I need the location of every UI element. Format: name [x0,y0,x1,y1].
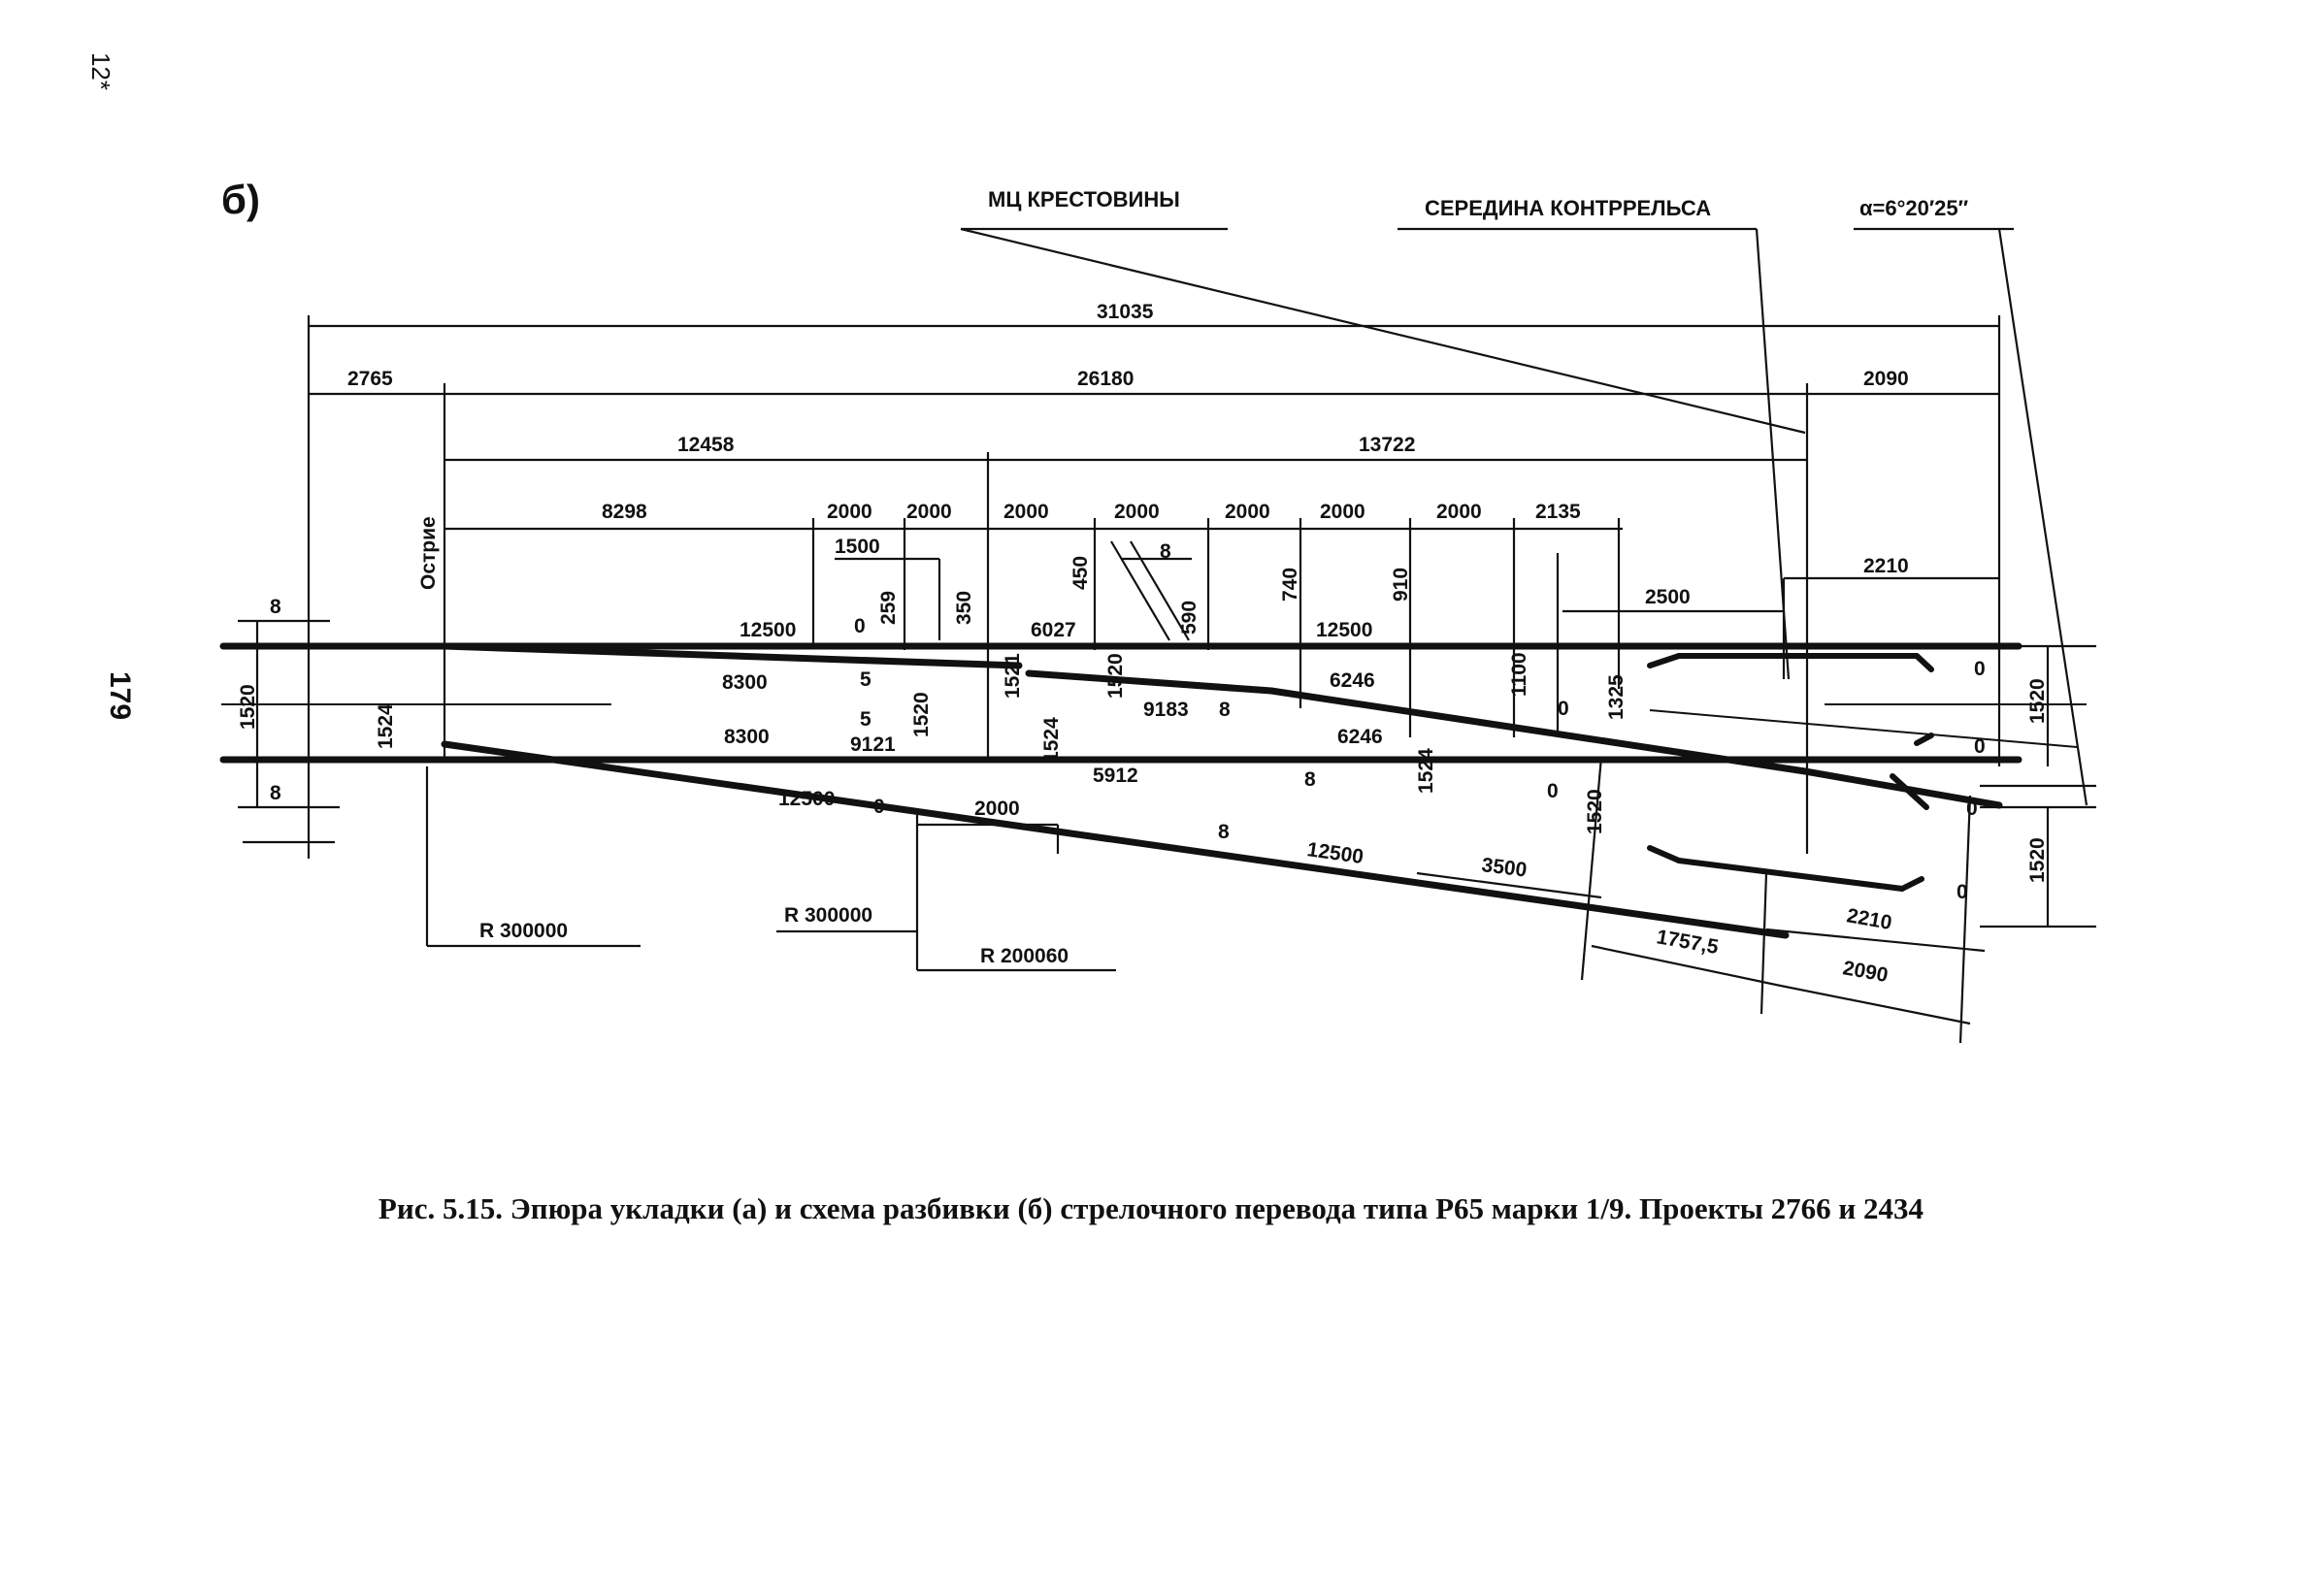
dim-front: 2765 [347,368,393,390]
r2210-low: 2210 [1845,904,1893,934]
r1757: 1757,5 [1655,926,1721,959]
dimension-lines [238,315,2096,1044]
dim-total: 31035 [1097,301,1154,323]
v1524-c: 1524 [1415,748,1437,794]
v450: 450 [1069,556,1092,590]
r0-e: 0 [1547,780,1559,802]
r8300-b: 8300 [724,726,770,748]
dim-s4: 2000 [1003,501,1049,523]
guard-rail-middle-label: СЕРЕДИНА КОНТРРЕЛЬСА [1425,196,1711,220]
r9121: 9121 [850,733,896,756]
r5-a: 5 [860,668,871,691]
track-axes [221,703,2087,748]
r0-c: 0 [1974,658,1986,680]
dim-after: 13722 [1359,434,1415,456]
dim-s5: 2000 [1114,501,1160,523]
r0-h: 0 [873,796,885,818]
v1521: 1521 [1002,653,1024,699]
dim-2500: 2500 [1645,586,1691,608]
r0-g: 0 [1957,881,1968,903]
rad2: R 300000 [784,904,872,927]
dim-s6: 2000 [1225,501,1270,523]
dim-s8: 2000 [1436,501,1482,523]
r8-low: 8 [1304,768,1316,791]
r6027: 6027 [1031,619,1076,641]
r12500-d: 12500 [1305,838,1365,868]
dim-rear: 2090 [1863,368,1909,390]
v1520-b: 1520 [1104,653,1127,699]
r6246-b: 6246 [1337,726,1383,748]
figure-caption: Рис. 5.15. Эпюра укладки (а) и схема раз… [378,1191,1924,1225]
panel-letter: б) [221,177,260,222]
v1520-a: 1520 [910,692,933,737]
v1524-b: 1524 [1040,717,1063,763]
v1520-right-b: 1520 [2026,837,2049,883]
r9183: 9183 [1143,699,1189,721]
header-leaders [960,227,2088,806]
r8300-a: 8300 [722,671,768,694]
r0-b: 0 [1558,698,1569,720]
r5912: 5912 [1093,765,1138,787]
rails [219,642,2022,939]
v1524-left: 1524 [375,703,397,749]
v1520-right-a: 1520 [2026,678,2049,724]
dim-8-top: 8 [1160,540,1171,563]
v740: 740 [1279,568,1301,602]
r6246-a: 6246 [1330,669,1375,692]
dim-2210-top: 2210 [1863,555,1909,577]
dim-8-left-bot: 8 [270,782,281,804]
r12500-c: 12500 [778,788,835,810]
v1520-left: 1520 [237,684,259,730]
dim-1500: 1500 [835,536,880,558]
r12500-b: 12500 [1316,619,1372,641]
frog-center-label: МЦ КРЕСТОВИНЫ [988,187,1180,212]
r3500: 3500 [1480,854,1528,882]
angle-label: α=6°20′25″ [1859,196,1969,220]
point-label: Острие [417,516,440,590]
dim-s2: 2000 [827,501,872,523]
dim-8-left-top: 8 [270,596,281,618]
rad3: R 200060 [980,945,1069,967]
r8-mid: 8 [1219,699,1231,721]
dim-s1: 8298 [602,501,647,523]
r2000-low: 2000 [974,798,1020,820]
r8-low2: 8 [1218,821,1230,843]
r12500-a: 12500 [740,619,796,641]
v1100: 1100 [1508,652,1530,697]
v350: 350 [953,591,975,625]
r5-b: 5 [860,708,871,731]
v910: 910 [1390,568,1412,602]
v1325: 1325 [1605,674,1628,720]
dim-s9: 2135 [1535,501,1581,523]
r2090-low: 2090 [1841,957,1890,987]
v259: 259 [877,591,900,625]
dim-to-frog: 12458 [677,434,735,456]
r0-f: 0 [1966,798,1978,820]
r0-d: 0 [1974,735,1986,758]
v1520-c: 1520 [1584,789,1606,834]
rad1: R 300000 [479,920,568,942]
r0-a: 0 [854,615,866,637]
dim-s3: 2000 [906,501,952,523]
v590: 590 [1178,601,1200,635]
dim-s7: 2000 [1320,501,1365,523]
dim-main: 26180 [1077,368,1134,390]
